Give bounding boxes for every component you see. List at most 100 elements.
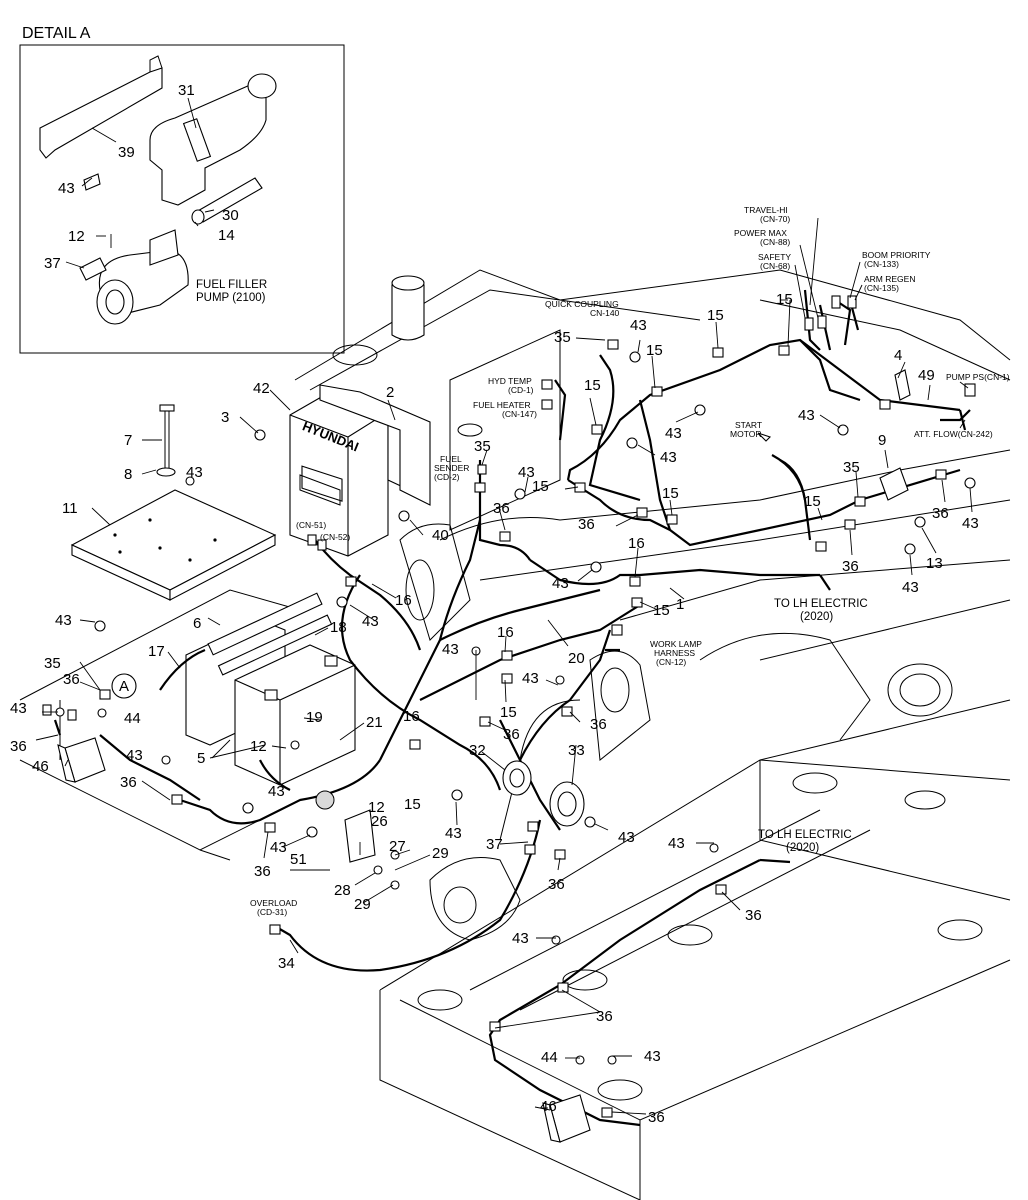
pn-46a: 46 xyxy=(32,758,49,775)
pn-44b: 44 xyxy=(541,1049,558,1066)
pn-36h: 36 xyxy=(254,863,271,880)
pn-26: 26 xyxy=(371,813,388,830)
pn-43g: 43 xyxy=(902,579,919,596)
pn-43b: 43 xyxy=(665,425,682,442)
pn-29a: 29 xyxy=(432,845,449,862)
pn-43l: 43 xyxy=(268,783,285,800)
label-start-motor-2: MOTOR xyxy=(730,429,761,439)
label-travel-hi-1: TRAVEL-HI xyxy=(744,205,788,215)
pn-17: 17 xyxy=(148,643,165,660)
pn-43u: 43 xyxy=(512,930,529,947)
label-hyd-temp-1: HYD TEMP xyxy=(488,376,532,386)
label-overload-1: OVERLOAD xyxy=(250,898,297,908)
pn-43: 43 xyxy=(58,180,75,197)
pn-36m: 36 xyxy=(596,1008,613,1025)
detail-a-inset: DETAIL A 31 39 43 30 14 12 xyxy=(19,25,345,354)
pn-35c: 35 xyxy=(843,459,860,476)
pn-36f: 36 xyxy=(10,738,27,755)
pn-15e: 15 xyxy=(532,478,549,495)
label-cn51: (CN-51) xyxy=(296,520,326,530)
pn-15g: 15 xyxy=(804,493,821,510)
label-power-max-2: (CN-88) xyxy=(760,237,790,247)
pn-36d: 36 xyxy=(842,558,859,575)
label-overload-2: (CD-31) xyxy=(257,907,287,917)
pn-34: 34 xyxy=(278,955,295,972)
pn-43j: 43 xyxy=(10,700,27,717)
pn-36g: 36 xyxy=(120,774,137,791)
pn-15i: 15 xyxy=(500,704,517,721)
pn-21: 21 xyxy=(366,714,383,731)
label-to-lh-electric-1b: (2020) xyxy=(800,611,833,623)
label-fuel-sender-1: FUEL xyxy=(440,454,462,464)
pn-46b: 46 xyxy=(540,1098,557,1115)
pn-36j: 36 xyxy=(590,716,607,733)
label-quick-coupling-1: QUICK COUPLING xyxy=(545,299,619,309)
pn-15h: 15 xyxy=(653,602,670,619)
pn-43v: 43 xyxy=(644,1048,661,1065)
pn-43o: 43 xyxy=(552,575,569,592)
pn-15j: 15 xyxy=(404,796,421,813)
label-fuel-heater-1: FUEL HEATER xyxy=(473,400,531,410)
label-quick-coupling-2: CN-140 xyxy=(590,308,620,318)
pn-36k: 36 xyxy=(548,876,565,893)
label-power-max-1: POWER MAX xyxy=(734,228,787,238)
pn-16a: 16 xyxy=(395,592,412,609)
fuel-filler-pump-label-2: PUMP (2100) xyxy=(196,292,266,304)
pn-44a: 44 xyxy=(124,710,141,727)
label-to-lh-electric-2: TO LH ELECTRIC xyxy=(758,829,852,841)
pn-15a: 15 xyxy=(776,291,793,308)
pn-43q: 43 xyxy=(522,670,539,687)
part-numbers: 1 2 3 4 5 6 7 8 9 11 12 12 13 15 15 15 1… xyxy=(10,291,979,1126)
connector-labels: TRAVEL-HI (CN-70) POWER MAX (CN-88) SAFE… xyxy=(119,205,1010,917)
pn-43e: 43 xyxy=(798,407,815,424)
label-work-lamp-1: WORK LAMP xyxy=(650,639,702,649)
label-safety-2: (CN-68) xyxy=(760,261,790,271)
pn-43k: 43 xyxy=(126,747,143,764)
label-fuel-heater-2: (CN-147) xyxy=(502,409,537,419)
pn-32: 32 xyxy=(469,742,486,759)
pn-27: 27 xyxy=(389,838,406,855)
label-cn52: (CN-52) xyxy=(320,532,350,542)
label-to-lh-electric-2b: (2020) xyxy=(786,842,819,854)
label-pump-ps: PUMP PS(CN-1) xyxy=(946,372,1010,382)
pn-36c: 36 xyxy=(932,505,949,522)
label-att-flow: ATT. FLOW(CN-242) xyxy=(914,429,993,439)
detail-a-frame xyxy=(19,44,345,354)
pn-3: 3 xyxy=(221,409,229,426)
pn-15f: 15 xyxy=(662,485,679,502)
pn-43a: 43 xyxy=(630,317,647,334)
label-hyd-temp-2: (CD-1) xyxy=(508,385,534,395)
pn-8: 8 xyxy=(124,466,132,483)
pn-43h: 43 xyxy=(186,464,203,481)
fuel-filler-pump-label-1: FUEL FILLER xyxy=(196,279,267,291)
machine-outlines xyxy=(19,269,1011,1200)
pn-36l: 36 xyxy=(745,907,762,924)
pn-43n: 43 xyxy=(362,613,379,630)
pn-12: 12 xyxy=(68,228,85,245)
pn-9: 9 xyxy=(878,432,886,449)
pn-43s: 43 xyxy=(618,829,635,846)
pn-15d: 15 xyxy=(584,377,601,394)
pn-2: 2 xyxy=(386,384,394,401)
pn-40: 40 xyxy=(432,527,449,544)
pn-16d: 16 xyxy=(403,708,420,725)
pn-35b: 35 xyxy=(474,438,491,455)
label-arm-regen-2: (CN-135) xyxy=(864,283,899,293)
callout-a: A xyxy=(119,678,129,695)
bolt-7 xyxy=(156,404,176,477)
pn-30: 30 xyxy=(222,207,239,224)
battery-cover-11 xyxy=(70,489,277,601)
leader-lines xyxy=(35,217,973,1115)
pn-42: 42 xyxy=(253,380,270,397)
pn-18: 18 xyxy=(330,619,347,636)
pn-43p: 43 xyxy=(442,641,459,658)
pn-35a: 35 xyxy=(554,329,571,346)
pn-37: 37 xyxy=(44,255,61,272)
pn-28: 28 xyxy=(334,882,351,899)
pn-36e: 36 xyxy=(63,671,80,688)
pn-49: 49 xyxy=(918,367,935,384)
pn-6: 6 xyxy=(193,615,201,632)
label-start-motor-1: START xyxy=(735,420,762,430)
pn-29b: 29 xyxy=(354,896,371,913)
pn-5: 5 xyxy=(197,750,205,767)
